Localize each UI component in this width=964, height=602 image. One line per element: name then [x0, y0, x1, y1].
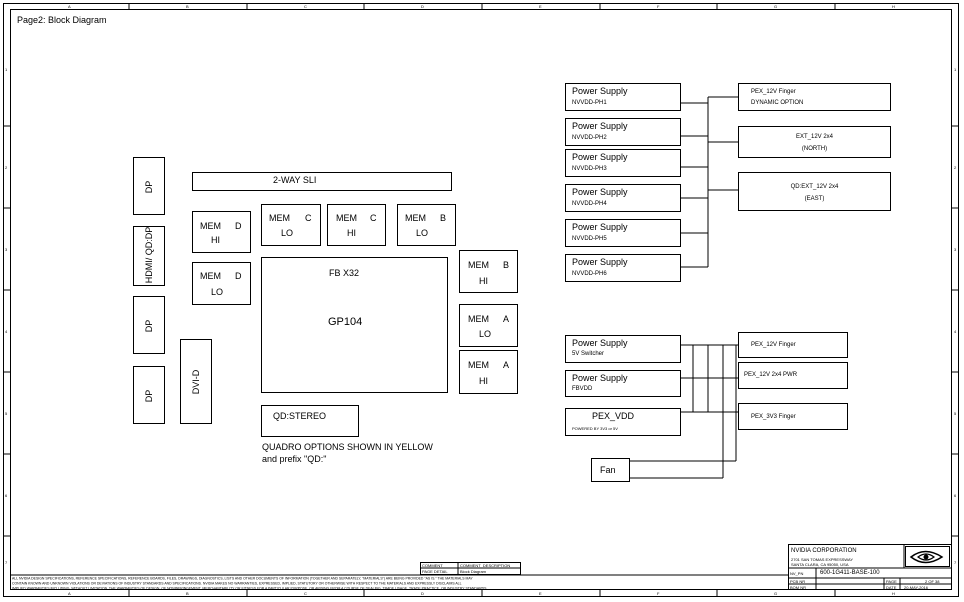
- fan-block: Fan: [591, 458, 630, 482]
- mem-d-lo: MEM D LO: [192, 262, 251, 305]
- pex-12v-finger-input: PEX_12V Finger DYNAMIC OPTION: [738, 83, 891, 111]
- dp-connector-2: DP: [133, 296, 165, 354]
- mem-a-hi: MEM A HI: [459, 350, 518, 394]
- ext-12v-north-input: EXT_12V 2x4 (NORTH): [738, 126, 891, 158]
- upper-power-wires: [681, 96, 738, 268]
- qd-stereo-block: QD:STEREO: [261, 405, 359, 437]
- power-supply-nvvdd-ph3: Power Supply NVVDD-PH3: [565, 149, 681, 177]
- dp-connector-3: DP: [133, 366, 165, 424]
- gpu-name: GP104: [328, 316, 363, 328]
- power-supply-nvvdd-ph1: Power Supply NVVDD-PH1: [565, 83, 681, 111]
- dp-connector-1: DP: [133, 157, 165, 215]
- mem-a-lo: MEM A LO: [459, 304, 518, 347]
- power-supply-5v-switcher: Power Supply 5V Switcher: [565, 335, 681, 363]
- mem-c-hi: MEM C HI: [327, 204, 386, 246]
- dvi-connector: DVI-D: [180, 339, 212, 424]
- page-title: Page2: Block Diagram: [17, 15, 107, 25]
- power-supply-nvvdd-ph2: Power Supply NVVDD-PH2: [565, 118, 681, 146]
- sli-connector: 2-WAY SLI: [192, 172, 452, 191]
- mem-d-hi: MEM D HI: [192, 211, 251, 253]
- lower-pex-12v-2x4-pwr: PEX_12V 2x4 PWR: [738, 362, 848, 389]
- mem-b-hi: MEM B HI: [459, 250, 518, 293]
- company-name: NVIDIA CORPORATION: [791, 548, 857, 554]
- power-supply-nvvdd-ph6: Power Supply NVVDD-PH6: [565, 254, 681, 282]
- legal-disclaimer: ALL NVIDIA DESIGN SPECIFICATIONS, REFERE…: [12, 576, 488, 591]
- power-supply-nvvdd-ph4: Power Supply NVVDD-PH4: [565, 184, 681, 212]
- nvidia-logo-icon: [905, 546, 950, 567]
- power-supply-fbvdd: Power Supply FBVDD: [565, 370, 681, 397]
- qd-ext-12v-east-input: QD:EXT_12V 2x4 (EAST): [738, 172, 891, 211]
- part-number: 600-1G411-BASE-100: [820, 570, 880, 576]
- pex-vdd-supply: PEX_VDD POWERED BY 3V3 or 5V: [565, 408, 681, 436]
- lower-pex-3v3-finger: PEX_3V3 Finger: [738, 403, 848, 430]
- mem-b-lo: MEM B LO: [397, 204, 456, 246]
- hdmi-connector: HDMI/ QD:DP: [133, 226, 165, 286]
- fb-width-label: FB X32: [329, 268, 360, 278]
- title-block-lines: [10, 544, 952, 590]
- lower-power-wires: [630, 344, 738, 479]
- gpu-block: FB X32 GP104: [261, 257, 448, 393]
- lower-pex-12v-finger: PEX_12V Finger: [738, 332, 848, 358]
- mem-c-lo: MEM C LO: [261, 204, 321, 246]
- power-supply-nvvdd-ph5: Power Supply NVVDD-PH5: [565, 219, 681, 247]
